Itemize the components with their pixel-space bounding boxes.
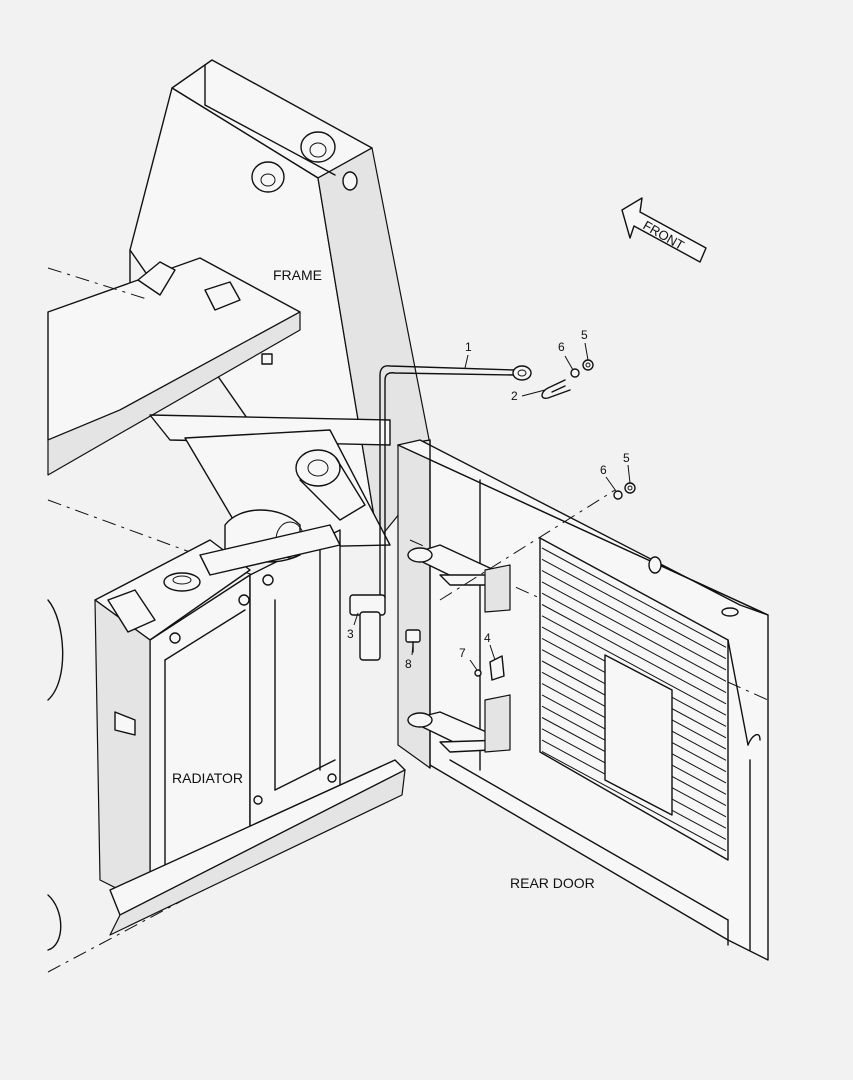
- rear-door-label: REAR DOOR: [510, 875, 595, 891]
- callout-4: 4: [484, 631, 491, 645]
- callout-2: 2: [511, 389, 518, 403]
- fasteners: [349, 359, 636, 681]
- pin-part: [541, 379, 571, 400]
- callout-3: 3: [347, 627, 354, 641]
- frame-label: FRAME: [273, 267, 322, 283]
- callout-1: 1: [465, 340, 472, 354]
- front-label: FRONT: [641, 218, 687, 253]
- prop-rod: [379, 365, 532, 599]
- callout-6-lower: 6: [600, 463, 607, 477]
- front-direction-arrow: FRONT: [621, 197, 707, 263]
- callout-7: 7: [459, 646, 466, 660]
- louver-slat: [541, 592, 727, 693]
- callout-6-upper: 6: [558, 340, 565, 354]
- callout-5-lower: 5: [623, 451, 630, 465]
- louver-slat: [541, 581, 727, 682]
- callout-leaders: [353, 342, 631, 671]
- callout-8: 8: [405, 657, 412, 671]
- louver-slat: [541, 547, 727, 648]
- louver-slat: [541, 615, 727, 716]
- air-duct: [295, 449, 366, 521]
- louver-slat: [541, 750, 727, 852]
- louver-slat: [541, 570, 727, 671]
- callout-5-upper: 5: [581, 328, 588, 342]
- louver-slat: [541, 558, 727, 660]
- radiator-assembly: [47, 509, 406, 951]
- louver-slat: [541, 604, 727, 705]
- louver-grille: [539, 537, 729, 861]
- radiator-label: RADIATOR: [172, 770, 243, 786]
